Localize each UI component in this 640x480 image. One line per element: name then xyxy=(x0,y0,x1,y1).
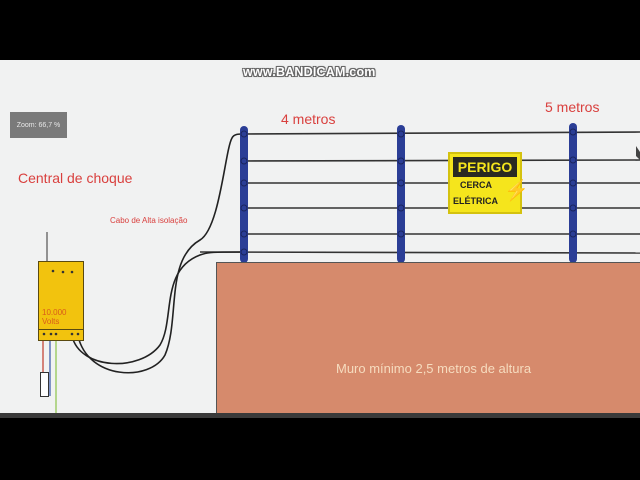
central-de-choque-label: Central de choque xyxy=(18,170,133,186)
sign-title: PERIGO xyxy=(453,157,517,177)
voltage-label: 10.000 Volts xyxy=(42,308,67,326)
device-terminal-strip xyxy=(39,329,83,340)
lightning-bolt-icon: ⚡ xyxy=(504,180,529,202)
sign-line-1: CERCA xyxy=(460,180,493,190)
sign-line-2: ELÉTRICA xyxy=(453,196,498,206)
shock-central-device: 10.000 Volts xyxy=(38,261,84,341)
zoom-level-badge: Zoom: 66,7 % xyxy=(10,112,67,138)
circuit-breaker-icon xyxy=(40,372,49,397)
fence-wires xyxy=(199,131,640,254)
cable-label: Cabo de Alta isolação xyxy=(110,216,188,225)
high-insulation-cable xyxy=(71,133,245,374)
danger-sign: PERIGO CERCA ELÉTRICA ⚡ xyxy=(448,152,529,214)
bottom-scrollbar[interactable] xyxy=(0,413,640,418)
bandicam-watermark: www.BANDICAM.com xyxy=(243,65,376,79)
wall-label: Muro mínimo 2,5 metros de altura xyxy=(336,361,532,376)
wall xyxy=(216,262,640,414)
span-5m-label: 5 metros xyxy=(545,99,600,115)
span-4m-label: 4 metros xyxy=(281,111,336,127)
